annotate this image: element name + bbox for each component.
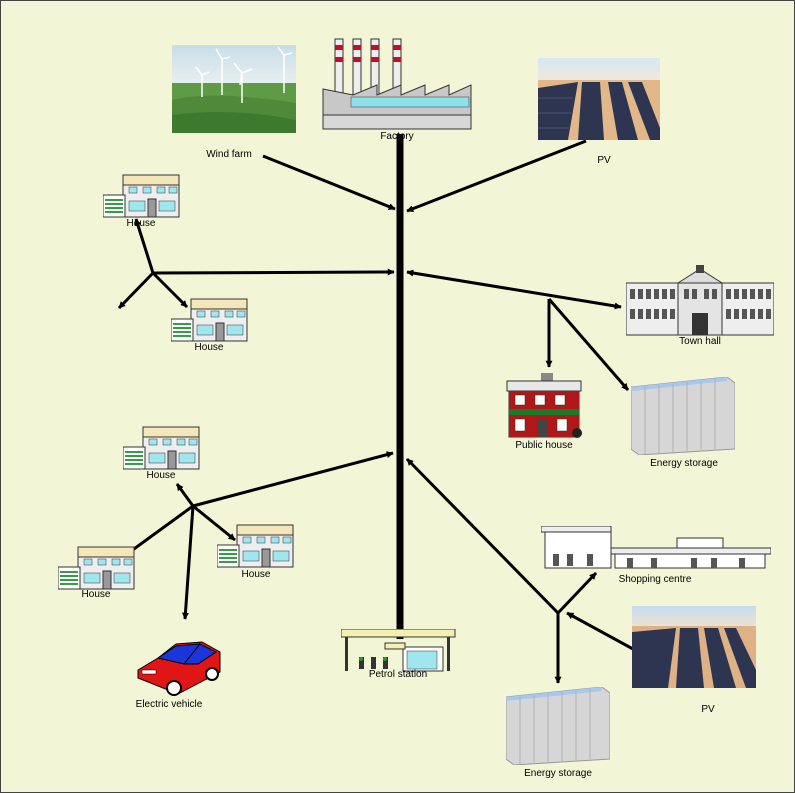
public-house-image [506, 373, 582, 438]
factory-image [322, 38, 472, 130]
electric-vehicle-image [137, 641, 221, 696]
house-2-label: House [194, 342, 224, 353]
upper-left-arrow [117, 271, 155, 310]
shopping-branch [405, 457, 560, 615]
public-house-label: Public house [515, 440, 573, 451]
town-hall-label: Town hall [679, 336, 721, 347]
pv-bottom-feed [566, 611, 634, 651]
town-hall-image [626, 265, 774, 336]
house-2-image [171, 298, 248, 342]
ev-arrow [181, 505, 195, 620]
wind-farm-label: Wind farm [206, 149, 252, 160]
upper-house-2-arrow [151, 271, 189, 309]
house-4-label: House [81, 589, 111, 600]
shopping-centre-label: Shopping centre [618, 574, 692, 585]
pv-top-image [538, 58, 660, 140]
energy-storage-2-image [506, 687, 610, 765]
house-5-label: House [241, 569, 271, 580]
petrol-station-image [341, 629, 456, 672]
shopping-arrow [556, 571, 598, 615]
factory-label: Factory [380, 131, 414, 142]
house-3-label: House [146, 470, 176, 481]
house-1-image [103, 174, 180, 218]
wind-farm-feed [262, 154, 396, 211]
house-4-image [58, 546, 135, 590]
lower-house-branch [192, 451, 394, 508]
upper-house-branch [152, 268, 395, 276]
house-1-label: House [126, 218, 156, 229]
wind-farm-image [172, 45, 296, 133]
pv-top-label: PV [597, 155, 611, 166]
town-hall-branch [406, 269, 622, 310]
lower-house-3-arrow [192, 504, 236, 542]
shopping-centre-image [541, 526, 771, 569]
house-3-image [123, 426, 200, 470]
lower-house-2-arrow [126, 504, 194, 556]
upper-house-1-arrow [134, 218, 155, 274]
energy-storage-2-label: Energy storage [524, 768, 592, 779]
pv-bottom-image [632, 606, 756, 688]
pv-bottom-label: PV [701, 704, 715, 715]
electric-vehicle-label: Electric vehicle [135, 699, 203, 710]
energy-storage-1-image [631, 377, 735, 455]
lower-house-1-arrow [175, 483, 195, 507]
pv-top-feed [406, 139, 587, 213]
storage-1-arrow [547, 298, 630, 391]
petrol-station-label: Petrol station [368, 669, 428, 680]
house-5-image [217, 524, 294, 568]
energy-storage-1-label: Energy storage [650, 458, 718, 469]
